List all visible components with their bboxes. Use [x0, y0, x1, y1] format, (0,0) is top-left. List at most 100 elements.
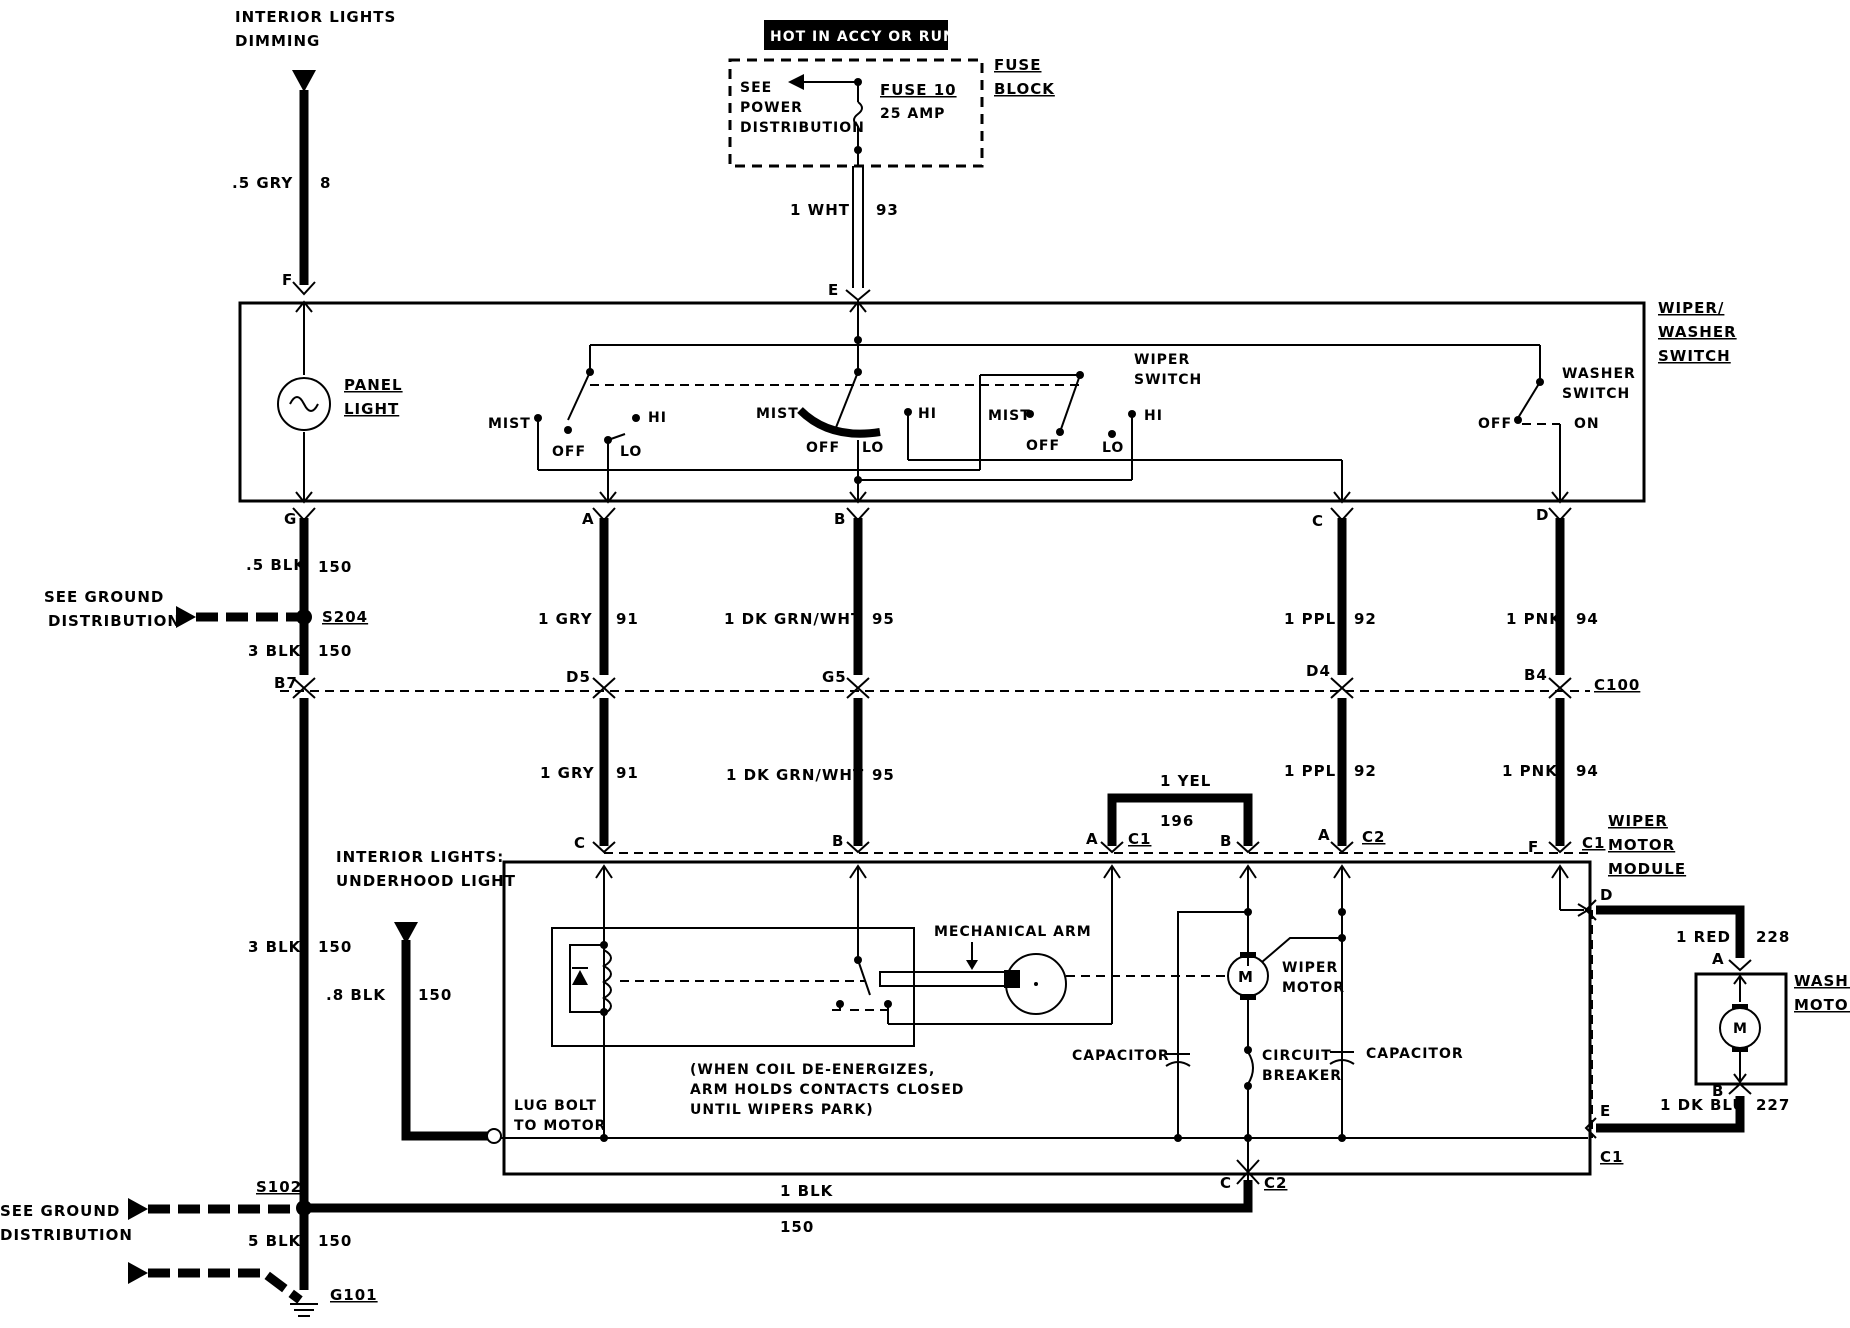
wire-92-number-lower: 92	[1354, 762, 1377, 780]
svg-text:C: C	[574, 834, 586, 852]
wire-150e-gauge: 5 BLK	[248, 1232, 302, 1250]
svg-text:FUSE: FUSE	[994, 56, 1041, 74]
svg-text:CIRCUIT: CIRCUIT	[1262, 1048, 1332, 1064]
connector-c100-label: C100	[1594, 676, 1640, 694]
see-ground-distribution-label-bottom: SEE GROUND DISTRIBUTION	[0, 1202, 132, 1244]
svg-text:LO: LO	[862, 440, 884, 456]
wire-196-jumper	[1107, 793, 1253, 846]
wire-227-gauge: 1 DK BLU	[1660, 1096, 1746, 1114]
wire-150d-gauge: .8 BLK	[326, 986, 386, 1004]
svg-text:SEE GROUND: SEE GROUND	[0, 1202, 120, 1220]
wiper-washer-switch-box	[238, 301, 1646, 503]
svg-text:SWITCH: SWITCH	[1658, 347, 1731, 365]
capacitor-right-label: CAPACITOR	[1366, 1046, 1464, 1062]
svg-text:WIPER: WIPER	[1608, 812, 1668, 830]
wire-150d-number: 150	[418, 986, 452, 1004]
wire-91-gauge-upper: 1 GRY	[538, 610, 593, 628]
washer-motor-symbol: M	[1733, 1021, 1748, 1037]
svg-text:A: A	[1318, 826, 1331, 844]
wire-95-gauge-upper: 1 DK GRN/WHT	[724, 610, 862, 628]
wiper-switch-section-2: MIST HI OFF LO	[756, 300, 1342, 504]
svg-text:DISTRIBUTION: DISTRIBUTION	[740, 120, 865, 136]
wire-228-gauge: 1 RED	[1676, 928, 1731, 946]
fuse-name: FUSE 10	[880, 81, 957, 99]
hot-label-box	[764, 20, 948, 50]
circuit-breaker-label: CIRCUIT BREAKER	[1262, 1048, 1342, 1084]
wire-94-number-lower: 94	[1576, 762, 1599, 780]
wire-8-number: 8	[320, 174, 331, 192]
wire-228-number: 228	[1756, 928, 1790, 946]
pin-washer-b: B	[1712, 1082, 1724, 1100]
svg-text:WASHER: WASHER	[1794, 972, 1850, 990]
svg-text:B: B	[1220, 832, 1232, 850]
mechanical-arm-icon	[879, 971, 1011, 987]
ground-arrow-icon-bottom	[128, 1198, 148, 1220]
svg-text:LUG BOLT: LUG BOLT	[514, 1098, 597, 1114]
see-power-distribution-label: SEE POWER DISTRIBUTION	[740, 80, 865, 136]
svg-text:TO MOTOR: TO MOTOR	[514, 1118, 606, 1134]
underhood-light-arrow-icon	[394, 922, 418, 944]
svg-text:LO: LO	[620, 444, 642, 460]
svg-text:UNDERHOOD LIGHT: UNDERHOOD LIGHT	[336, 872, 516, 890]
cam-wheel-icon	[1005, 953, 1067, 1015]
wiper-motor-symbol: M	[1238, 968, 1254, 986]
svg-text:B: B	[832, 832, 844, 850]
svg-text:DISTRIBUTION: DISTRIBUTION	[48, 612, 181, 630]
lug-bolt-label: LUG BOLT TO MOTOR	[514, 1098, 606, 1134]
see-ground-distribution-label-top: SEE GROUND DISTRIBUTION	[44, 588, 181, 630]
pin-c: C	[1312, 512, 1324, 530]
module-connector-icons	[592, 841, 1572, 854]
pin-d5: D5	[566, 668, 591, 686]
svg-text:POWER: POWER	[740, 100, 803, 116]
svg-text:WASHER: WASHER	[1658, 323, 1737, 341]
svg-text:C1: C1	[1600, 1148, 1623, 1166]
splice-s204	[296, 609, 312, 625]
ground-g101-label: G101	[330, 1286, 378, 1304]
wire-150b-number: 150	[318, 642, 352, 660]
svg-text:MIST: MIST	[988, 408, 1031, 424]
svg-text:PANEL: PANEL	[344, 376, 403, 394]
svg-text:BLOCK: BLOCK	[994, 80, 1055, 98]
svg-text:SEE: SEE	[740, 80, 772, 96]
svg-text:WASHER: WASHER	[1562, 366, 1636, 382]
wire-95-number-upper: 95	[872, 610, 895, 628]
pin-b: B	[834, 510, 846, 528]
wire-150c-gauge: 3 BLK	[248, 938, 302, 956]
lug-bolt-icon	[486, 1128, 502, 1144]
wire-196-gauge: 1 YEL	[1160, 772, 1211, 790]
svg-text:BREAKER: BREAKER	[1262, 1068, 1342, 1084]
splice-s102-label: S102	[256, 1178, 302, 1196]
svg-text:ON: ON	[1574, 416, 1600, 432]
wire-1blk-number: 150	[780, 1218, 814, 1236]
wire-227-number: 227	[1756, 1096, 1790, 1114]
wire-93-number: 93	[876, 201, 899, 219]
wire-91-gauge-lower: 1 GRY	[540, 764, 595, 782]
wire-95-gauge-lower: 1 DK GRN/WHT	[726, 766, 864, 784]
underhood-light-label: INTERIOR LIGHTS: UNDERHOOD LIGHT	[336, 848, 516, 890]
module-connector-pins: C B A C1 B A C2 F C1	[574, 826, 1604, 856]
svg-text:MIST: MIST	[756, 406, 799, 422]
svg-text:LO: LO	[1102, 440, 1124, 456]
wire-1blk-gauge: 1 BLK	[780, 1182, 834, 1200]
dimming-input-arrow-icon	[292, 70, 316, 92]
c100-connector-icons	[292, 677, 1572, 699]
svg-text:SWITCH: SWITCH	[1562, 386, 1630, 402]
pin-b7: B7	[274, 674, 298, 692]
svg-text:MOTOR: MOTOR	[1282, 980, 1345, 996]
pin-d4: D4	[1306, 662, 1331, 680]
svg-text:INTERIOR LIGHTS:: INTERIOR LIGHTS:	[336, 848, 504, 866]
wire-228	[1596, 905, 1745, 958]
pin-g: G	[284, 510, 297, 528]
svg-text:MOTOR: MOTOR	[1608, 836, 1675, 854]
pin-a: A	[582, 510, 595, 528]
pin-g5: G5	[822, 668, 847, 686]
panel-light-label: PANEL LIGHT	[344, 376, 403, 418]
pin-c-bottom: C	[1220, 1174, 1232, 1192]
svg-text:D: D	[1600, 886, 1613, 904]
connector-f-icon	[292, 281, 316, 296]
svg-text:A: A	[1086, 830, 1099, 848]
fuse-block-label: FUSE BLOCK	[994, 56, 1055, 98]
washer-motor-title: WASHER MOTOR	[1794, 972, 1850, 1014]
svg-text:OFF: OFF	[806, 440, 840, 456]
